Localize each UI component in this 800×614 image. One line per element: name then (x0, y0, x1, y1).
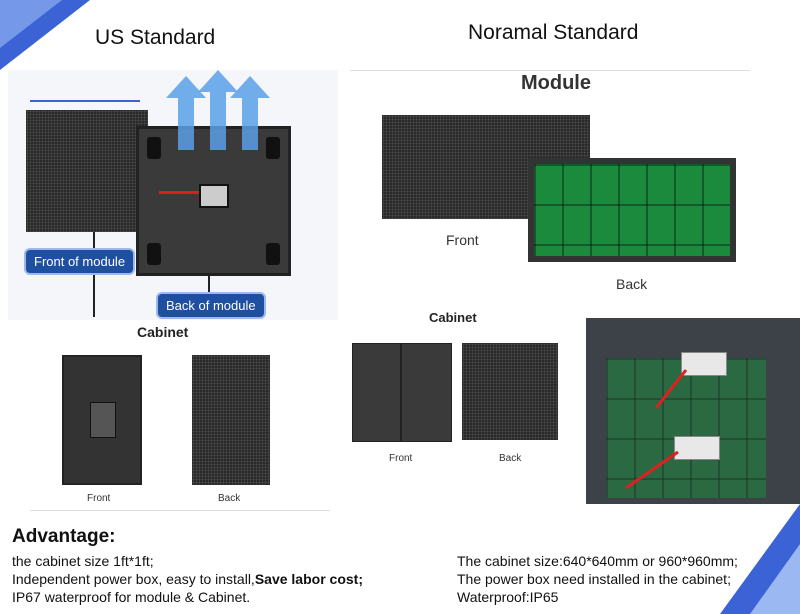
advantage-left-line-2-bold: Save labor cost; (254, 571, 363, 587)
us-standard-title: US Standard (95, 26, 216, 49)
advantage-right-line-2: The power box need installed in the cabi… (457, 571, 731, 587)
us-module-back-image (136, 126, 291, 276)
normal-cabinet-front-label: Front (389, 453, 413, 464)
advantage-right-line-3: Waterproof:IP65 (457, 589, 559, 605)
corner-decoration-top-left-light (0, 0, 62, 48)
module-heading: Module (521, 72, 591, 94)
advantage-left-line-1: the cabinet size 1ft*1ft; (12, 553, 154, 569)
back-of-module-pill: Back of module (158, 294, 264, 317)
divider (350, 70, 750, 71)
corner-decoration-bottom-right-light (750, 544, 800, 614)
us-cabinet-label: Cabinet (137, 324, 189, 340)
magnet-mount (266, 243, 280, 265)
normal-cabinet-back-image (462, 343, 558, 440)
front-of-module-pill: Front of module (26, 250, 134, 273)
normal-module-back-image (528, 158, 736, 262)
red-arrow (159, 191, 199, 194)
power-box (199, 184, 229, 208)
pcb-boards (606, 358, 766, 498)
magnet-mount (266, 137, 280, 159)
normal-standard-title: Noramal Standard (468, 21, 639, 44)
advantage-right-line-1: The cabinet size:640*640mm or 960*960mm; (457, 553, 738, 569)
us-cabinet-front-label: Front (87, 493, 111, 504)
power-cable-back (208, 276, 210, 300)
installation-photo (586, 318, 800, 504)
us-cabinet-back-label: Back (218, 493, 241, 504)
power-box (681, 352, 727, 376)
power-box (674, 436, 720, 460)
normal-module-front-label: Front (446, 232, 479, 248)
power-cable-front (93, 232, 95, 317)
normal-module-back-label: Back (616, 276, 648, 292)
power-box (90, 402, 116, 438)
pcb-board (534, 164, 730, 256)
us-module-front-image (26, 110, 148, 232)
advantage-left-line-2: Independent power box, easy to install,S… (12, 570, 363, 588)
advantage-left-line-3: IP67 waterproof for module & Cabinet. (12, 589, 251, 605)
normal-cabinet-label: Cabinet (429, 310, 477, 325)
normal-cabinet-front-image (352, 343, 452, 442)
advantage-left-line-2-text: Independent power box, easy to install, (12, 571, 255, 587)
red-arrows-icon (625, 369, 688, 490)
us-cabinet-back-image (62, 355, 142, 485)
airflow-arrows-icon (166, 70, 270, 150)
us-cabinet-figure: Front Back (30, 340, 330, 511)
advantage-heading: Advantage: (12, 526, 116, 547)
cabinet-seam (400, 344, 402, 441)
us-cabinet-front-image (192, 355, 270, 485)
normal-cabinet-back-label: Back (499, 453, 522, 464)
dimension-line (30, 100, 140, 102)
magnet-mount (147, 137, 161, 159)
magnet-mount (147, 243, 161, 265)
us-module-figure: Front of module Back of module (8, 70, 338, 320)
